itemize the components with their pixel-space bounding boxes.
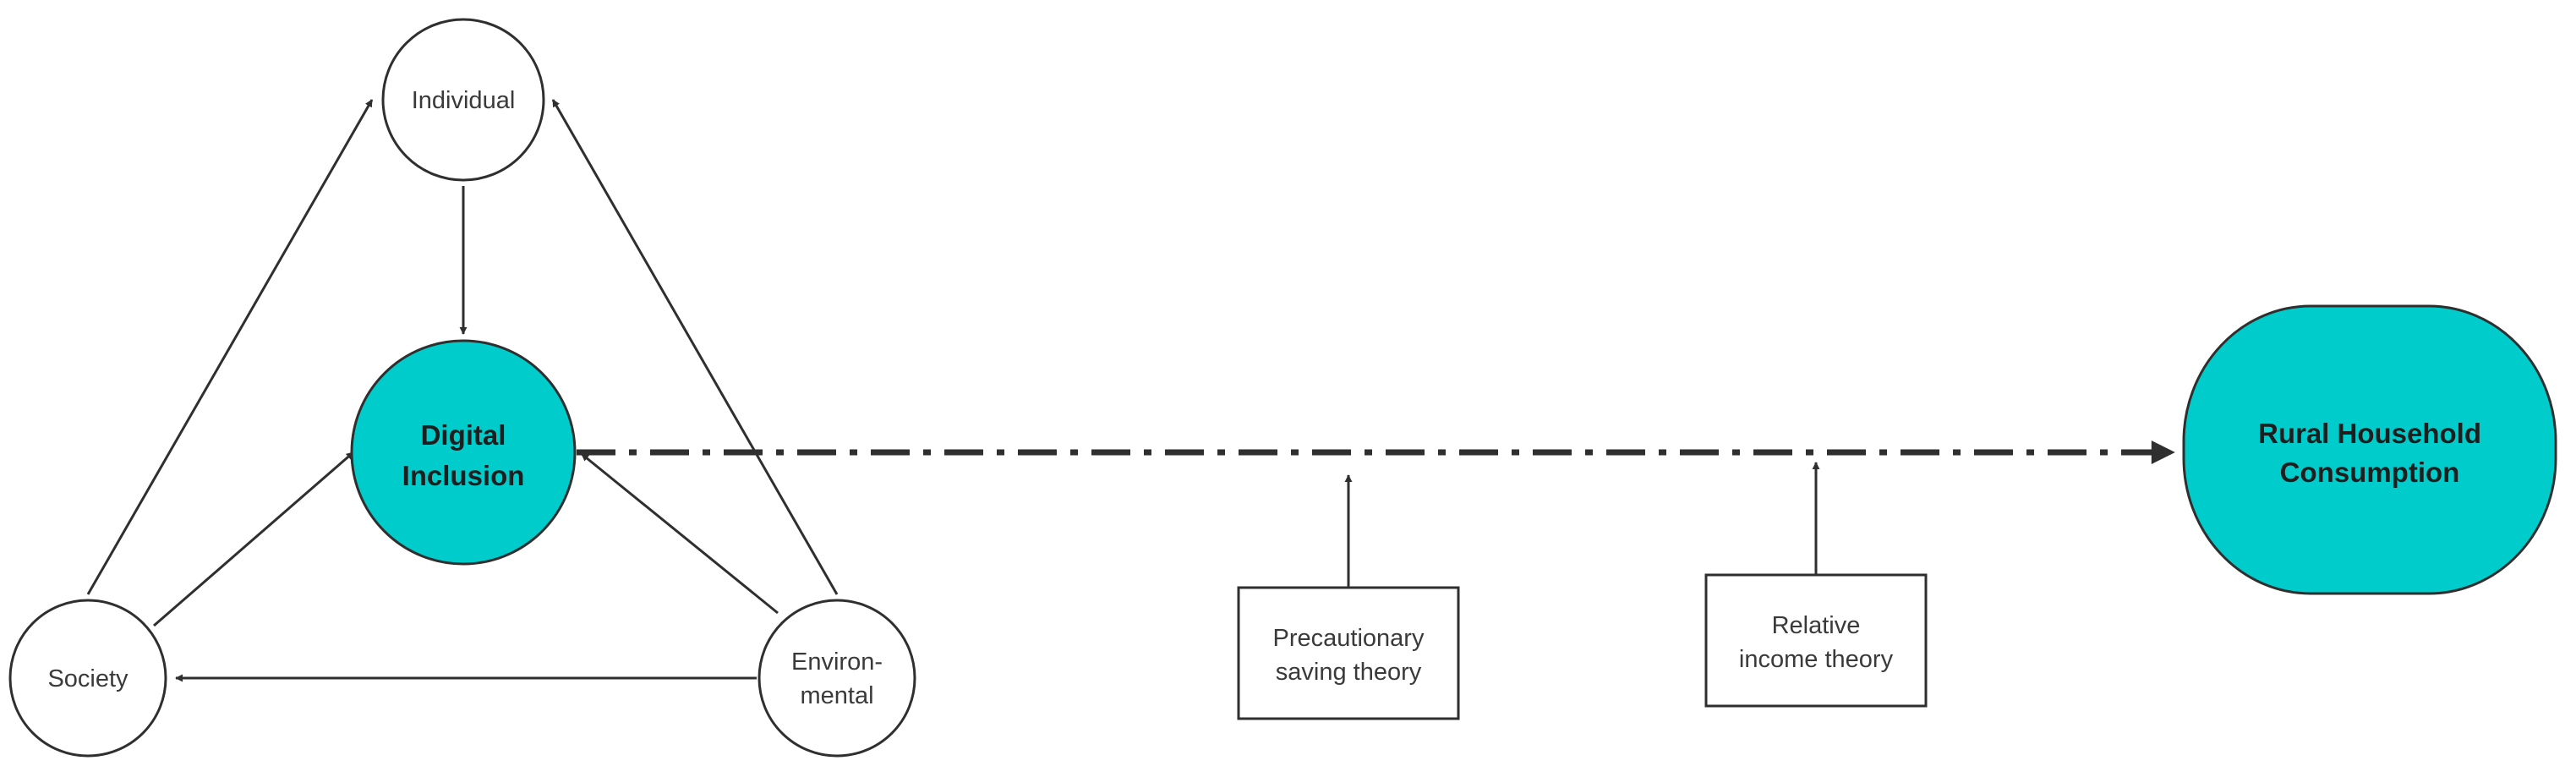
precautionary-box (1237, 586, 1460, 720)
rural-consumption-label-line1: Rural Household (2258, 418, 2481, 449)
precautionary-label-line1: Precautionary (1273, 625, 1425, 652)
node-rural-household-consumption: Rural Household Consumption (2182, 304, 2557, 595)
arrow-environmental-to-digital-inclusion (581, 452, 779, 615)
arrow-environmental-to-individual (551, 99, 839, 595)
individual-circle (381, 18, 545, 182)
arrow-society-to-digital-inclusion (153, 451, 354, 627)
precautionary-label-line2: saving theory (1276, 659, 1422, 686)
node-environmental: Environ- mental (757, 599, 916, 758)
arrow-society-to-individual (86, 99, 374, 595)
node-digital-inclusion: Digital Inclusion (350, 339, 577, 566)
node-individual: Individual (381, 18, 545, 182)
node-society: Society (8, 599, 167, 758)
node-precautionary-saving-theory: Precautionary saving theory (1237, 586, 1460, 720)
relative-income-label-line2: income theory (1739, 646, 1894, 673)
rural-consumption-label-line2: Consumption (2280, 457, 2460, 488)
relative-income-label-line1: Relative (1772, 612, 1861, 639)
rural-consumption-box (2182, 304, 2557, 595)
environmental-circle (757, 599, 916, 758)
digital-inclusion-circle (350, 339, 577, 566)
digital-inclusion-label-line2: Inclusion (402, 460, 525, 491)
connector-arrows (86, 99, 1820, 682)
environmental-label-line2: mental (800, 682, 873, 709)
digital-inclusion-label-line1: Digital (421, 419, 506, 451)
environmental-label-line1: Environ- (791, 648, 883, 676)
node-relative-income-theory: Relative income theory (1704, 573, 1928, 708)
society-label: Society (47, 665, 129, 692)
relative-income-box (1704, 573, 1928, 708)
individual-label: Individual (412, 87, 516, 114)
society-circle (8, 599, 167, 758)
